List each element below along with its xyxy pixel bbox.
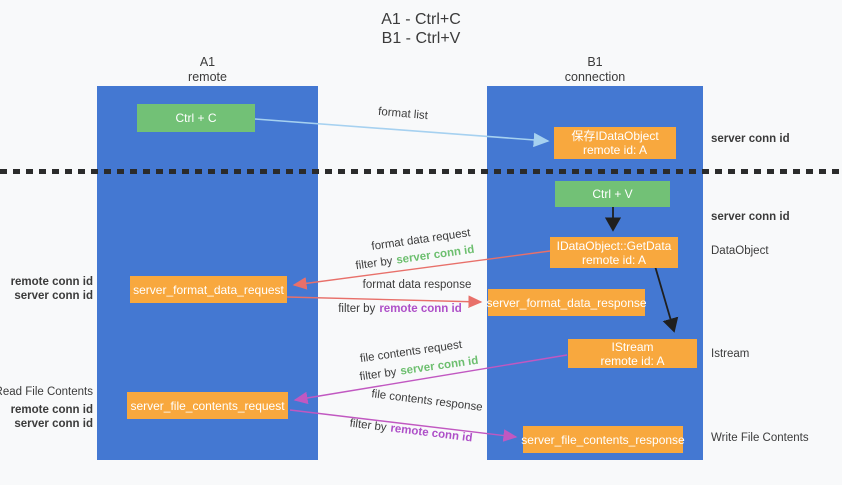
lane-b-title: B1 — [587, 55, 603, 69]
arrow-format-data-response — [286, 295, 483, 308]
save-idataobject-line2: remote id: A — [582, 143, 648, 157]
diagram-title: A1 - Ctrl+C B1 - Ctrl+V — [0, 10, 842, 48]
server-format-data-request-label: server_format_data_request — [133, 282, 284, 297]
istream-line1: IStream — [611, 339, 654, 354]
istream-line2: remote id: A — [600, 353, 665, 368]
title-line-1: A1 - Ctrl+C — [381, 11, 461, 28]
getdata-line2: remote id: A — [581, 252, 647, 267]
istream-box: IStream remote id: A — [568, 339, 697, 368]
remote-conn-id-left-bottom: remote conn id — [10, 404, 93, 416]
remote-conn-id-left-top: remote conn id — [10, 276, 93, 288]
istream-side-label: Istream — [711, 348, 750, 360]
server-conn-id-left-top: server conn id — [14, 290, 93, 302]
arrow-file-contents-response — [289, 409, 518, 442]
server-file-contents-request-label: server_file_contents_request — [130, 398, 285, 413]
lane-header-a1: A1 remote — [97, 55, 318, 85]
ctrl-v-label: Ctrl + V — [592, 187, 633, 201]
read-file-contents-label: Read File Contents — [0, 386, 93, 398]
lane-header-b1: B1 connection — [487, 55, 703, 85]
server-conn-id-right-mid: server conn id — [711, 211, 790, 223]
arrow-format-data-request — [292, 250, 551, 290]
format-data-response-label: format data response — [362, 279, 472, 291]
separator-dotted-line — [0, 169, 842, 174]
server-format-data-response-box: server_format_data_response — [486, 289, 647, 316]
remote-conn-id-text: remote conn id — [379, 303, 462, 315]
server-conn-id-right-top: server conn id — [711, 133, 790, 145]
server-conn-id-left-bottom: server conn id — [14, 418, 93, 430]
arrow-file-contents-request — [293, 354, 568, 405]
lane-a-title: A1 — [199, 55, 216, 69]
lane-a-subtitle: remote — [188, 70, 227, 84]
getdata-line1: IDataObject::GetData — [556, 238, 672, 253]
write-file-contents-label: Write File Contents — [711, 432, 809, 444]
ctrl-c-label: Ctrl + C — [175, 111, 217, 125]
ctrl-v-box: Ctrl + V — [555, 181, 670, 207]
ctrl-c-box: Ctrl + C — [137, 104, 255, 132]
dataobject-label: DataObject — [711, 245, 769, 257]
server-file-contents-response-box: server_file_contents_response — [521, 426, 685, 453]
title-line-2: B1 - Ctrl+V — [381, 30, 461, 47]
save-idataobject-box: 保存IDataObject remote id: A — [554, 127, 676, 159]
arrow-format-list — [254, 118, 550, 148]
save-idataobject-line1: 保存IDataObject — [571, 129, 659, 143]
lane-b-subtitle: connection — [564, 70, 626, 84]
server-format-data-request-box: server_format_data_request — [130, 276, 287, 303]
server-format-data-response-label: server_format_data_response — [486, 295, 647, 310]
idataobject-getdata-box: IDataObject::GetData remote id: A — [550, 237, 678, 268]
server-file-contents-response-label: server_file_contents_response — [521, 432, 685, 447]
server-file-contents-request-box: server_file_contents_request — [127, 392, 288, 419]
filter-by-text: filter by — [338, 303, 376, 315]
arrow-getdata-to-istream — [654, 265, 679, 333]
